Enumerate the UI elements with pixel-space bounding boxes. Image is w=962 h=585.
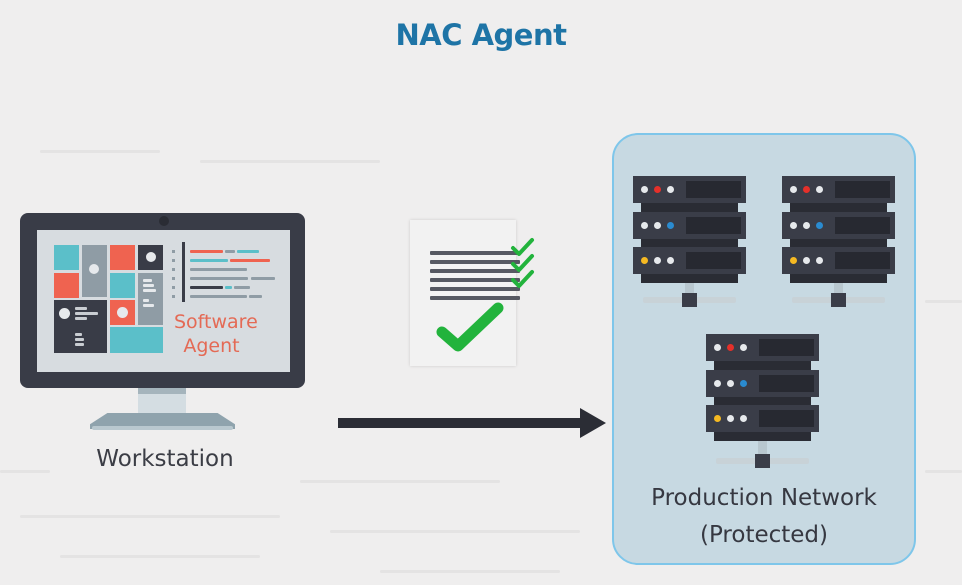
monitor-stand-base-edge (92, 426, 233, 430)
document-line (430, 260, 520, 264)
dashboard-tile (110, 327, 163, 353)
document-line (430, 296, 520, 300)
bg-line (40, 150, 160, 153)
checkmark-icon (511, 238, 534, 256)
monitor-icon (20, 213, 305, 388)
webcam-icon (159, 216, 169, 226)
page-title: NAC Agent (395, 18, 567, 52)
monitor-screen (37, 230, 290, 372)
workstation-label: Workstation (96, 446, 234, 472)
dashboard-tile (138, 245, 163, 270)
arrow-head (580, 408, 606, 438)
arrow-shaft (338, 418, 583, 428)
bg-line (330, 530, 580, 533)
bg-line (20, 515, 280, 518)
bg-line (925, 300, 962, 303)
document-line (430, 287, 520, 291)
bg-line (925, 470, 962, 473)
server-rack-icon (706, 334, 819, 469)
bg-line (200, 160, 380, 163)
approval-checkmark-icon (436, 302, 504, 352)
bg-line (300, 480, 500, 483)
network-protected-label: (Protected) (699, 522, 829, 548)
document-line (430, 251, 520, 255)
small-checkmarks (511, 238, 534, 288)
document-line (430, 278, 520, 282)
bg-line (380, 570, 560, 573)
monitor-stand-base (90, 413, 235, 429)
bg-line (0, 470, 50, 473)
document-line (430, 269, 520, 273)
network-label: Production Network (651, 485, 877, 511)
checkmark-icon (511, 254, 534, 272)
dashboard-tile (54, 245, 79, 270)
checkmark-icon (511, 270, 534, 288)
dashboard-tile (54, 273, 79, 298)
list-divider (182, 242, 185, 302)
software-agent-label: Software Agent (174, 310, 258, 358)
dashboard-tile (110, 300, 135, 325)
server-rack-icon (782, 176, 895, 311)
dashboard-tile (54, 300, 107, 353)
server-rack-icon (633, 176, 746, 311)
software-agent-line2: Agent (183, 335, 240, 357)
dashboard-tile (138, 273, 163, 325)
dashboard-tile (110, 245, 135, 270)
dashboard-tile (110, 273, 135, 298)
bg-line (60, 555, 260, 558)
software-agent-line1: Software (174, 311, 258, 333)
dashboard-tile (82, 245, 107, 297)
monitor-stand-shadow (138, 388, 186, 394)
